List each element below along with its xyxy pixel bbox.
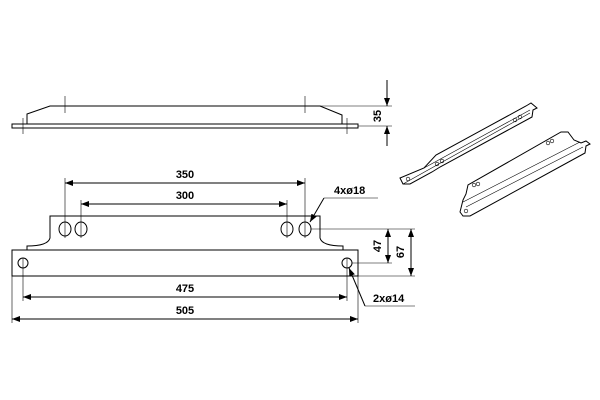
lower-holes <box>17 257 353 269</box>
side-profile <box>26 105 343 124</box>
dim-350: 350 <box>176 169 194 181</box>
main-bar <box>11 249 359 277</box>
side-base-plate <box>11 123 359 129</box>
dim-47: 47 <box>372 240 384 252</box>
side-view: 35 <box>11 80 392 146</box>
dim-35: 35 <box>372 110 384 122</box>
dim-505: 505 <box>176 305 194 317</box>
dim-300: 300 <box>176 190 194 202</box>
callout-4x18: 4xø18 <box>334 185 365 197</box>
upper-flange <box>26 215 344 250</box>
dim-475: 475 <box>176 283 194 295</box>
isometric-part-1 <box>399 102 538 185</box>
front-view: 350 300 4xø18 47 67 475 505 2xø14 <box>11 169 415 323</box>
callout-2x14: 2xø14 <box>373 293 405 305</box>
dim-67: 67 <box>395 246 407 258</box>
isometric-part-2 <box>459 131 591 217</box>
upper-holes <box>58 221 312 237</box>
